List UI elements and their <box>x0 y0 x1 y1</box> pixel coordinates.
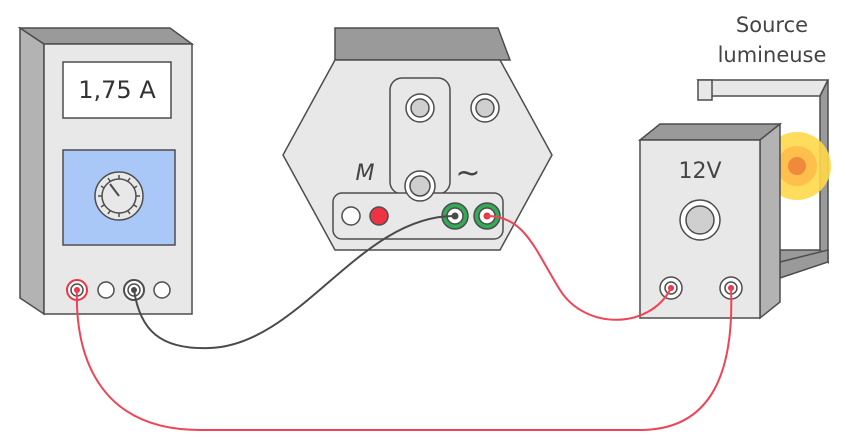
power-supply: 12V <box>637 122 783 320</box>
wire-dark-ammeter-to-generator <box>133 214 456 350</box>
power-supply-switch[interactable] <box>679 199 721 241</box>
power-supply-side <box>759 122 781 320</box>
generator-knob-right[interactable] <box>470 93 500 123</box>
lamp-frame-top <box>696 79 830 97</box>
light-source-label-line2: lumineuse <box>718 43 827 67</box>
lamp-frame-back <box>697 79 713 101</box>
generator-top-face <box>334 27 512 61</box>
ammeter-display-box <box>62 61 172 119</box>
generator-socket-white[interactable] <box>341 206 361 226</box>
light-source-label-line1: Source <box>736 13 808 37</box>
ammeter-top-panel <box>17 27 195 45</box>
generator-label-m: M <box>356 161 375 186</box>
generator: M ~ <box>282 27 553 251</box>
power-supply-voltage: 12V <box>678 159 721 184</box>
generator-socket-red[interactable] <box>369 206 389 226</box>
generator-knob-bottom[interactable] <box>404 170 436 202</box>
wire-red-ammeter-to-supply <box>75 287 733 431</box>
generator-knob-top[interactable] <box>405 93 435 123</box>
lamp-bulb <box>788 157 806 175</box>
generator-label-ac: ~ <box>455 156 480 191</box>
ammeter-socket-1[interactable] <box>97 281 115 299</box>
ammeter-display: 1,75 A <box>78 76 156 104</box>
ammeter-selector-dial[interactable] <box>94 171 144 221</box>
dial-pointer <box>109 183 120 197</box>
power-supply-top <box>637 123 783 141</box>
wire-red-generator-to-supply <box>486 215 672 321</box>
wires <box>75 214 733 431</box>
ammeter: 1,75 A <box>17 26 195 316</box>
ammeter-side-panel <box>19 26 45 316</box>
ammeter-socket-2[interactable] <box>153 281 171 299</box>
